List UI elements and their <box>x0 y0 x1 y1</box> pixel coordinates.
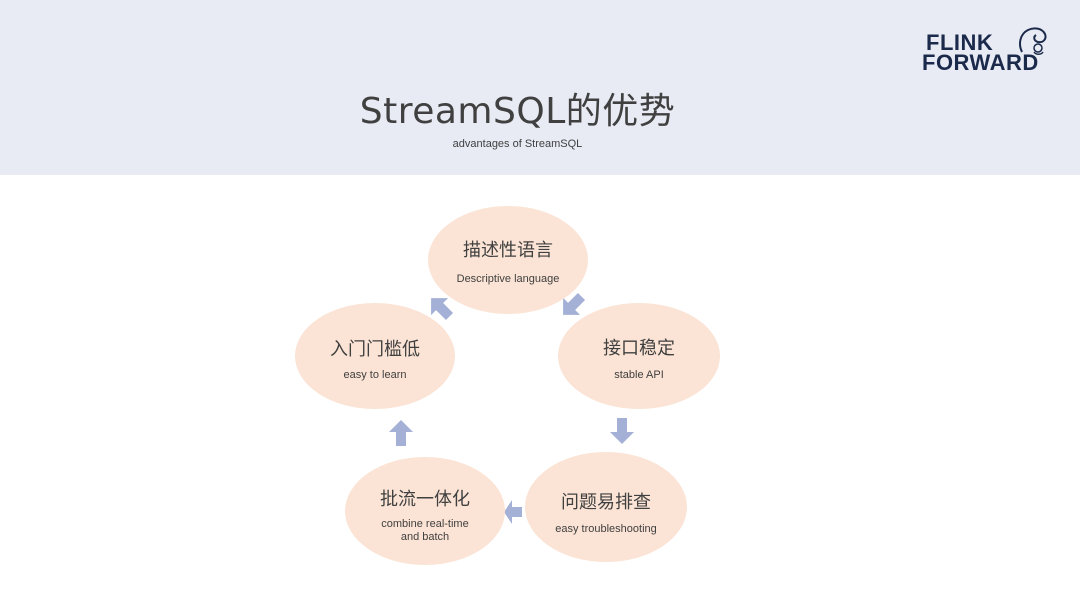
cycle-node-batch-stream: 批流一体化 combine real-time and batch <box>345 457 505 565</box>
arrow-icon <box>504 500 522 524</box>
cycle-node-descriptive: 描述性语言 Descriptive language <box>428 206 588 314</box>
node-label-en: Descriptive language <box>456 273 560 285</box>
node-label-en: stable API <box>614 369 664 381</box>
arrow-icon <box>610 418 634 444</box>
node-label-cn: 问题易排查 <box>561 492 651 513</box>
cycle-node-troubleshooting: 问题易排查 easy troubleshooting <box>525 452 687 562</box>
page-subtitle: advantages of StreamSQL <box>452 138 583 150</box>
logo-line-2: FORWARD <box>922 50 1039 75</box>
arrow-icon <box>389 420 413 446</box>
node-label-cn: 入门门槛低 <box>330 339 420 360</box>
node-label-en: combine real-time and batch <box>381 518 469 543</box>
node-label-cn: 接口稳定 <box>603 338 675 359</box>
flink-forward-logo: FLINK FORWARD <box>922 27 1047 78</box>
cycle-node-stable-api: 接口稳定 stable API <box>558 303 720 409</box>
cycle-node-easy-learn: 入门门槛低 easy to learn <box>295 303 455 409</box>
node-label-cn: 描述性语言 <box>463 240 553 261</box>
logo-line-1: FLINK <box>926 30 994 55</box>
squirrel-logo-icon <box>1019 27 1047 55</box>
node-label-en: easy to learn <box>343 369 407 381</box>
node-label-en: easy troubleshooting <box>555 523 657 535</box>
header-band <box>0 0 1080 175</box>
page-title: StreamSQL的优势 <box>359 91 676 132</box>
arrow-icon <box>431 298 454 321</box>
arrow-icon <box>563 292 586 315</box>
node-label-cn: 批流一体化 <box>380 489 470 510</box>
